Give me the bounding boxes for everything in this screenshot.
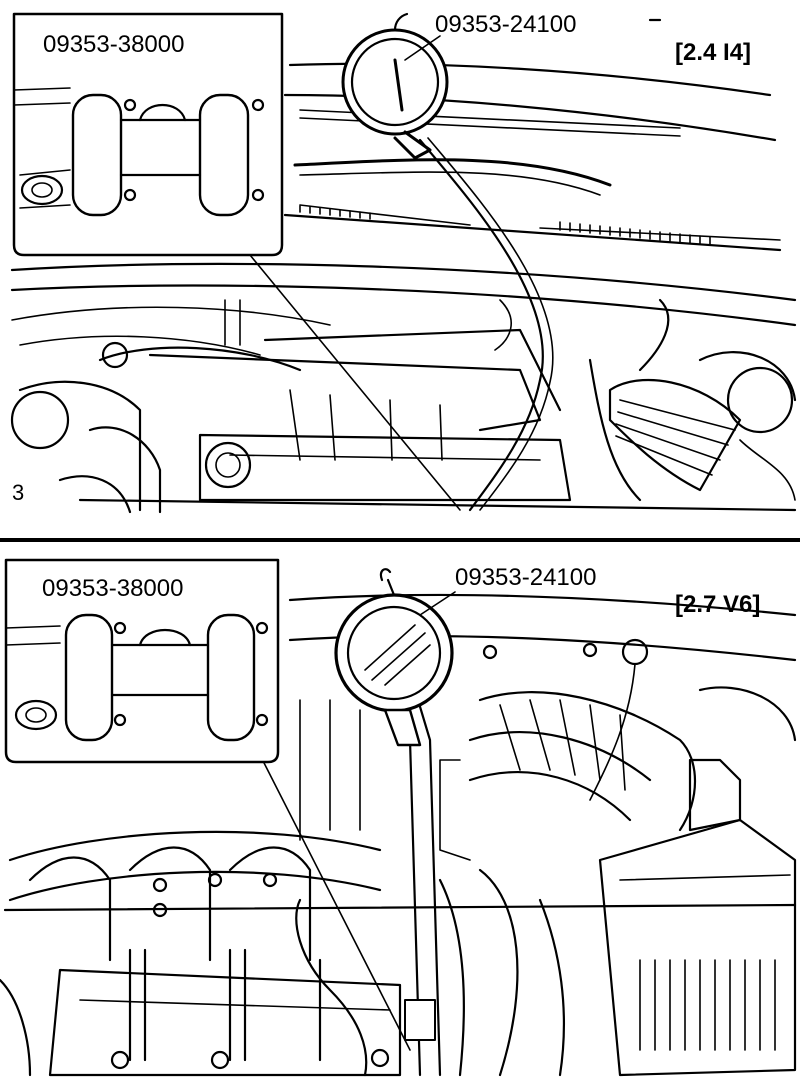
leader-line-top	[249, 254, 461, 511]
panel-top: 09353-38000 09353-24100 [2.4 I4] 3	[10, 11, 797, 514]
variant-label-bottom: [2.7 V6]	[675, 591, 760, 618]
engine-bay-top	[10, 62, 797, 514]
adapter-part-label-bottom: 09353-38000	[42, 575, 183, 602]
gauge-hose-top-outline	[427, 137, 554, 511]
gauge-part-label-bottom: 09353-24100	[455, 564, 596, 591]
engine-bay-bottom	[0, 593, 797, 1077]
variant-label-top: [2.4 I4]	[675, 39, 751, 66]
figure-mark-top: 3	[12, 480, 24, 505]
gauge-leader-bottom	[419, 591, 456, 616]
gauge-fitting-bottom	[404, 999, 436, 1041]
adapter-inset-bottom	[4, 558, 280, 764]
panel-bottom: 09353-38000 09353-24100 [2.7 V6]	[0, 558, 797, 1077]
leader-line-bottom	[259, 754, 411, 1051]
compression-gauge-bottom	[334, 568, 454, 747]
adapter-part-label-top: 09353-38000	[43, 31, 184, 58]
gauge-hose-top	[418, 138, 544, 512]
adapter-inset-top	[12, 12, 284, 257]
gauge-part-label-top: 09353-24100	[435, 11, 576, 38]
panel-divider	[0, 538, 800, 542]
gauge-leader-top	[404, 35, 441, 61]
compression-gauge-top	[341, 12, 449, 160]
